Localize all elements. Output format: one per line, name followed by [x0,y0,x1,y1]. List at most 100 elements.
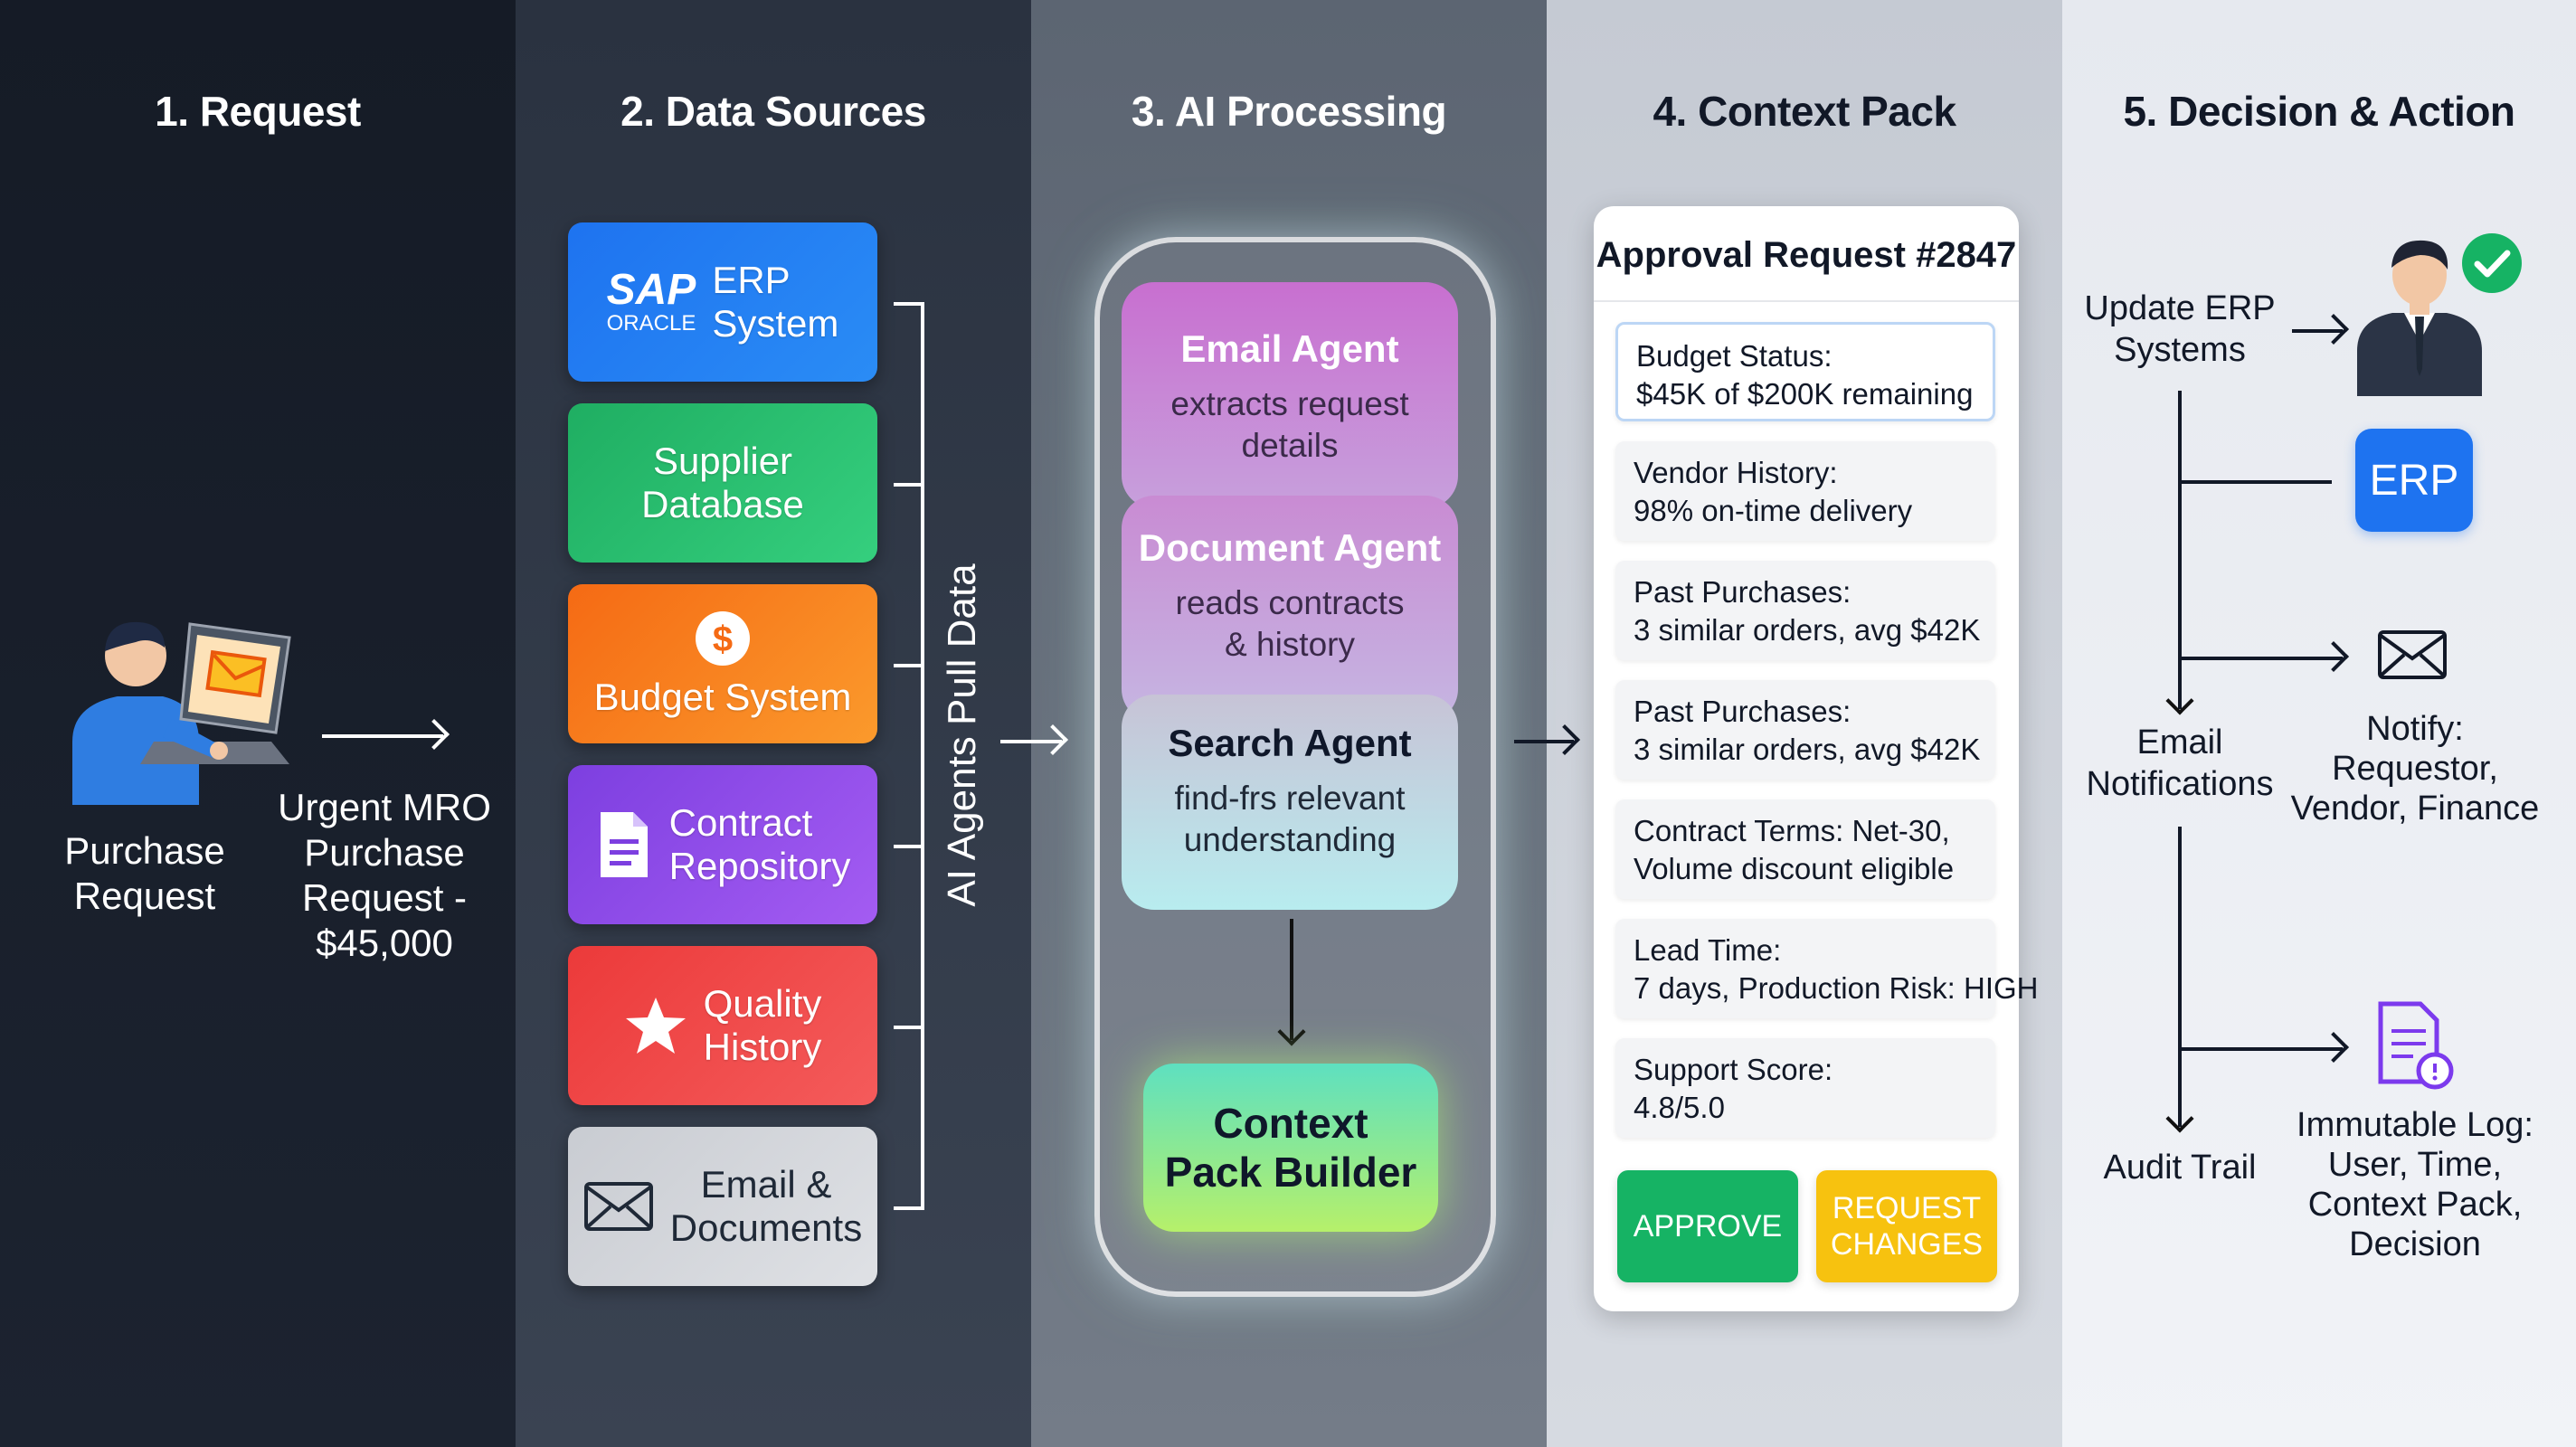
email-agent-desc: extracts request details [1122,383,1458,467]
pack-row-value: Volume discount eligible [1634,852,1955,885]
source-erp-system[interactable]: SAP ORACLE ERP System [568,222,877,382]
request-description-line3: Request - [301,876,468,919]
source-erp-line1: ERP [712,259,791,301]
envelope-icon [583,1182,653,1231]
document-agent-desc-line1: reads contracts [1175,584,1405,621]
source-supplier-line2: Database [641,483,804,525]
pack-row-value: 98% on-time delivery [1634,494,1913,527]
bracket-tick-budget [894,664,924,667]
pack-row-vendor-history: Vendor History: 98% on-time delivery [1615,441,1995,541]
search-agent-card[interactable]: Search Agent find-frs relevant understan… [1122,695,1458,910]
email-notifications-label: Email Notifications [2071,722,2288,805]
pack-row-value: 3 similar orders, avg $42K [1634,613,1981,647]
audit-trail-label: Audit Trail [2103,1149,2257,1187]
request-description-line2: Purchase [304,831,465,874]
email-agent-desc-line1: extracts request [1170,385,1409,422]
pack-row-label: Past Purchases: [1634,695,1852,728]
search-agent-desc-line1: find-frs relevant [1174,780,1406,817]
source-quality-line1: Quality [703,982,822,1025]
update-erp-line2: Systems [2114,331,2246,369]
pack-row-label: Support Score: [1634,1053,1833,1086]
pack-row-past-purchases-2: Past Purchases: 3 similar orders, avg $4… [1615,680,1995,780]
source-contract-label: Contract Repository [669,801,851,888]
flow-line-top [2178,391,2182,689]
pack-row-past-purchases: Past Purchases: 3 similar orders, avg $4… [1615,561,1995,660]
email-notifications-line2: Notifications [2086,765,2274,803]
sap-oracle-logo: SAP ORACLE [607,269,696,336]
request-description: Urgent MRO Purchase Request - $45,000 [271,785,497,966]
email-agent-card[interactable]: Email Agent extracts request details [1122,282,1458,508]
context-pack-builder[interactable]: Context Pack Builder [1143,1064,1438,1232]
pack-row-support-score: Support Score: 4.8/5.0 [1615,1038,1995,1138]
person-laptop-icon [72,621,291,805]
immutable-log-line4: Decision [2349,1225,2481,1263]
document-agent-desc-line2: & history [1225,626,1355,663]
update-erp-arrow [2292,329,2343,333]
pack-row-value: 4.8/5.0 [1634,1091,1725,1124]
search-agent-desc: find-frs relevant understanding [1122,778,1458,861]
column-title-context-pack: 4. Context Pack [1653,88,1956,135]
source-email-documents[interactable]: Email & Documents [568,1127,877,1286]
source-quality-line2: History [703,1026,822,1068]
pack-row-budget-status: Budget Status: $45K of $200K remaining [1615,322,1995,421]
request-changes-line1: REQUEST [1832,1191,1982,1225]
source-email-label: Email & Documents [670,1163,862,1250]
source-budget-label: Budget System [593,676,852,718]
bracket-tick-supplier [894,483,924,487]
source-supplier-database[interactable]: Supplier Database [568,403,877,563]
approver-person-icon [2357,240,2482,396]
source-quality-history[interactable]: Quality History [568,946,877,1105]
oracle-logo-text: ORACLE [606,311,696,336]
pack-row-lead-time: Lead Time: 7 days, Production Risk: HIGH [1615,919,2039,1018]
dollar-coin-icon: $ [696,611,750,666]
source-erp-line2: System [712,302,839,345]
document-agent-card[interactable]: Document Agent reads contracts & history [1122,496,1458,722]
erp-badge[interactable]: ERP [2355,429,2473,532]
svg-text:$: $ [713,619,733,659]
source-email-line2: Documents [669,1206,863,1249]
source-erp-label: ERP System [712,259,838,345]
pack-row-label: Budget Status: [1636,339,1833,373]
immutable-log-line3: Context Pack, [2307,1186,2523,1224]
source-budget-system[interactable]: $ Budget System [568,584,877,743]
notify-label: Notify: Requestor, Vendor, Finance [2288,709,2542,828]
agents-to-builder-arrow [1290,919,1293,1040]
audit-arrow [2180,1047,2343,1051]
source-contract-line2: Repository [668,845,851,887]
pack-row-label: Vendor History: [1634,456,1838,489]
pack-row-contract-terms: Contract Terms: Net-30, Volume discount … [1615,799,1995,899]
purchase-request-label: Purchase Request [54,828,235,919]
request-changes-line2: CHANGES [1830,1227,1984,1262]
approve-button[interactable]: APPROVE [1617,1170,1798,1282]
pack-row-value: $45K of $200K remaining [1636,377,1974,411]
notify-line1: Notify: [2366,710,2464,748]
source-supplier-line1: Supplier [652,440,793,482]
source-contract-repository[interactable]: Contract Repository [568,765,877,924]
flow-line-bottom [2178,827,2182,1098]
sap-logo-text: SAP [606,266,696,314]
request-description-line4: $45,000 [316,922,453,964]
column-title-decision-action: 5. Decision & Action [2123,88,2515,135]
bracket-tick-erp [894,302,924,306]
search-agent-title: Search Agent [1168,722,1412,764]
builder-line1: Context [1213,1100,1368,1147]
pack-row-value: 3 similar orders, avg $42K [1634,733,1981,766]
immutable-log-line2: User, Time, [2327,1146,2503,1184]
immutable-log-label: Immutable Log: User, Time, Context Pack,… [2288,1105,2542,1264]
email-agent-title: Email Agent [1180,327,1399,370]
pack-row-value: 7 days, Production Risk: HIGH [1634,971,2039,1005]
approval-request-title: Approval Request #2847 [1596,235,2017,275]
immutable-log-line1: Immutable Log: [2297,1106,2533,1144]
bracket-tick-email [894,1206,924,1210]
bracket-tick-quality [894,1026,924,1029]
update-erp-label: Update ERP Systems [2071,288,2288,371]
email-notifications-line1: Email [2136,724,2223,761]
source-contract-line1: Contract [668,801,813,844]
star-icon [625,998,686,1054]
request-description-line1: Urgent MRO [278,786,491,828]
notify-arrow [2180,657,2343,660]
request-changes-button[interactable]: REQUEST CHANGES [1816,1170,1997,1282]
request-arrow [322,734,443,738]
update-erp-line1: Update ERP [2084,289,2276,327]
